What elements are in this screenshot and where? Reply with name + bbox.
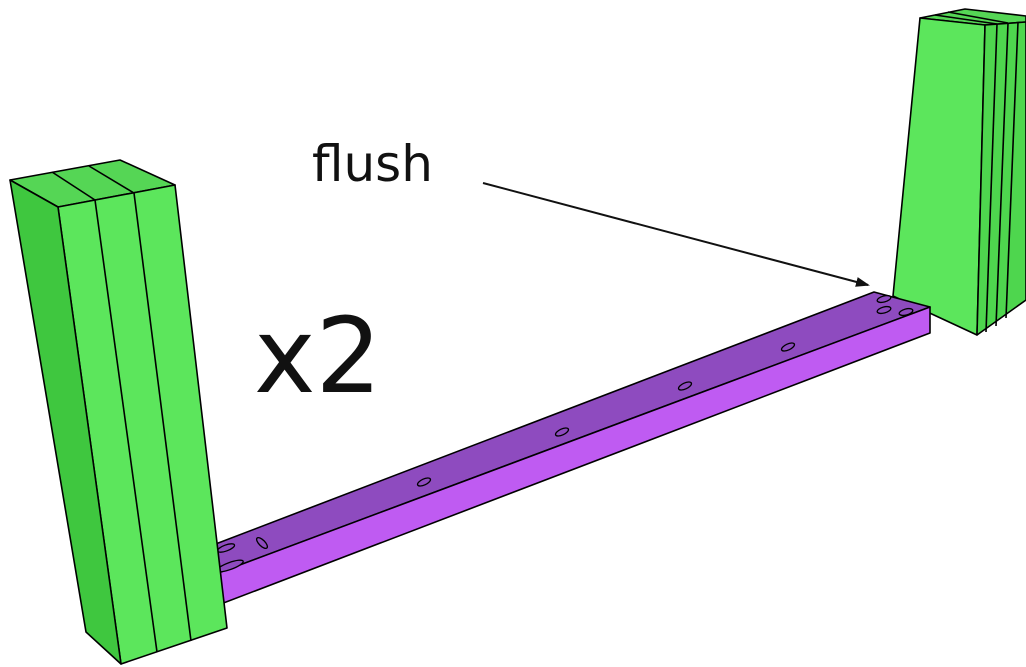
right-leg-front — [892, 17, 986, 336]
flush-label: flush — [312, 135, 433, 193]
right-leg — [892, 8, 1026, 336]
pocket-hole — [255, 536, 269, 550]
left-leg-top-seam — [88, 165, 135, 194]
pocket-hole — [876, 294, 892, 304]
flush-arrow — [482, 182, 870, 287]
pocket-holes — [216, 294, 914, 573]
left-leg-top-seam — [51, 171, 96, 201]
left-leg-board-seam — [133, 192, 192, 642]
pocket-hole — [677, 381, 693, 391]
quantity-label: x2 — [254, 295, 382, 417]
right-leg-board-seam — [995, 22, 1009, 327]
right-leg-top-seam — [934, 14, 998, 25]
pocket-hole — [876, 305, 892, 315]
right-leg-board-seam — [1005, 21, 1019, 319]
pocket-hole — [780, 342, 796, 352]
right-leg-board-seam — [985, 23, 998, 333]
left-leg-board-seam — [94, 199, 158, 653]
pocket-hole — [416, 477, 432, 487]
right-leg-top-seam — [947, 11, 1009, 24]
left-leg — [9, 159, 228, 665]
pocket-hole — [898, 307, 914, 317]
pocket-hole — [554, 427, 570, 437]
left-leg-side — [9, 179, 122, 665]
